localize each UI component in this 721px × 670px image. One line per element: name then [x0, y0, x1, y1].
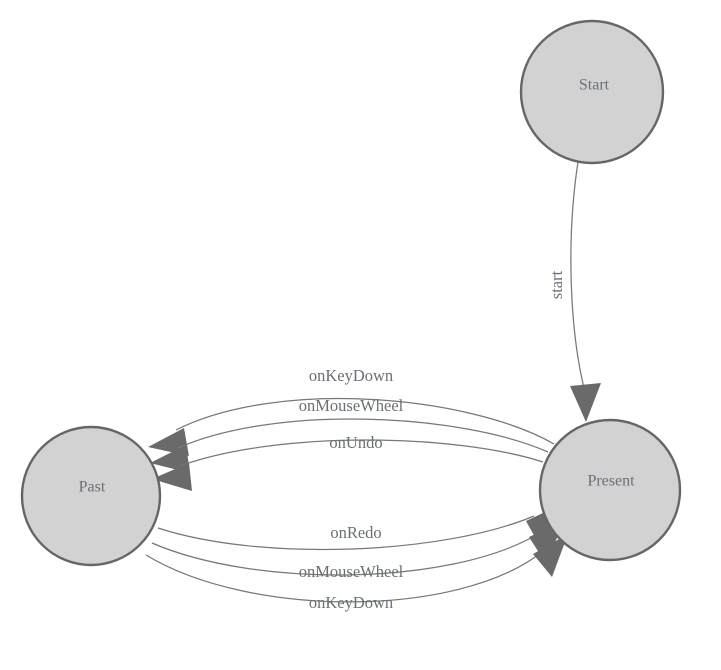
edge-path-redo-wheel	[151, 533, 539, 576]
edge-present-to-past-onundo[interactable]: onUndo	[152, 433, 544, 491]
edge-path-start	[570, 161, 585, 389]
edge-path-undo	[179, 439, 544, 467]
node-present-label: Present	[587, 473, 635, 490]
edge-start-to-present[interactable]: start	[547, 161, 601, 422]
edge-label-redo: onRedo	[330, 523, 381, 542]
edge-label-undo-wheel: onMouseWheel	[299, 396, 404, 415]
node-start-label: Start	[579, 77, 610, 94]
edge-path-redo-key	[145, 551, 543, 603]
edge-layer: start onKeyDown onMouseWheel onUndo	[145, 161, 601, 612]
node-start[interactable]: Start	[519, 19, 665, 165]
node-present-circle	[538, 418, 682, 562]
node-present[interactable]: Present	[538, 418, 682, 562]
edge-label-undo: onUndo	[329, 433, 382, 452]
arrowhead-start	[570, 383, 601, 422]
node-past-label: Past	[79, 479, 106, 496]
arrowhead-redo-key	[533, 534, 568, 577]
edge-path-redo	[157, 515, 535, 551]
arrowhead-undo	[152, 463, 192, 491]
edge-past-to-present-onredo[interactable]: onRedo	[157, 504, 562, 551]
edge-past-to-present-onkeydown[interactable]: onKeyDown	[145, 534, 568, 612]
node-past[interactable]: Past	[20, 425, 162, 567]
node-layer: Start Past Present	[20, 19, 682, 567]
edge-label-start: start	[547, 270, 566, 299]
edge-label-redo-wheel: onMouseWheel	[299, 562, 404, 581]
edge-path-undo-key	[175, 397, 555, 445]
node-start-circle	[519, 19, 665, 165]
node-past-circle	[20, 425, 162, 567]
edge-label-redo-key: onKeyDown	[309, 593, 393, 612]
edge-path-undo-wheel	[177, 418, 549, 453]
edge-label-undo-key: onKeyDown	[309, 366, 393, 385]
